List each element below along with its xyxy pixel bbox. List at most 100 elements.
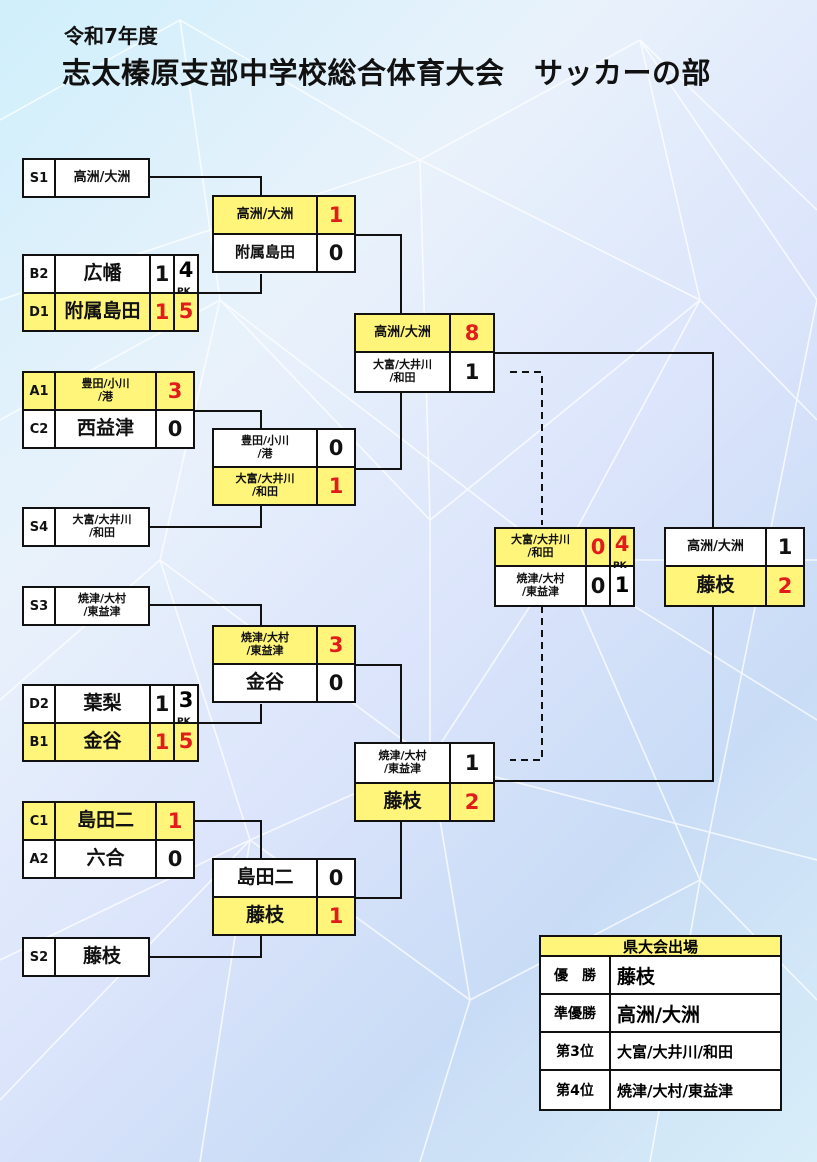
rank-label: 準優勝	[541, 995, 611, 1031]
rank-team: 大富/大井川/和田	[617, 1042, 733, 1061]
bracket-line	[260, 936, 262, 958]
team-name: 大富/大井川 /和田	[72, 513, 132, 539]
team-d2[interactable]: D2 葉梨 1	[22, 684, 199, 724]
team-s2[interactable]: S2 藤枝	[22, 937, 150, 977]
team-score: 3	[155, 373, 193, 409]
results-heading: 県大会出場	[541, 937, 780, 957]
semifinal-1-top[interactable]: 高洲/大洲 8	[354, 313, 495, 353]
team-name: 高洲/大洲	[73, 169, 131, 185]
bracket-line	[149, 604, 262, 606]
team-score: 1	[149, 256, 173, 292]
team-d1[interactable]: D1 附属島田 1	[22, 292, 199, 332]
round2-m2-bottom[interactable]: 大富/大井川 /和田 1	[212, 466, 356, 506]
team-score: 1	[765, 529, 803, 565]
bracket-line	[194, 410, 262, 412]
team-score: 1	[449, 353, 493, 391]
team-name: 焼津/大村 /東益津	[378, 749, 427, 775]
bracket-line	[260, 274, 262, 294]
seed-label: B1	[24, 724, 56, 760]
team-s3[interactable]: S3 焼津/大村 /東益津	[22, 586, 150, 626]
rank-label: 第3位	[541, 1033, 611, 1069]
team-s1[interactable]: S1 高洲/大洲	[22, 158, 150, 198]
bracket-line	[494, 780, 714, 782]
pk-score: 5	[178, 299, 194, 323]
pk-label: PK	[177, 287, 191, 297]
bracket-line	[712, 606, 714, 782]
team-name: 藤枝	[245, 904, 284, 927]
bracket-line	[712, 352, 714, 528]
page-title: 志太榛原支部中学校総合体育大会 サッカーの部	[62, 56, 712, 90]
third-place-bottom[interactable]: 焼津/大村 /東益津 0	[494, 565, 635, 607]
team-score: 8	[449, 315, 493, 351]
pk-score: 3	[178, 688, 194, 712]
bracket-line	[355, 234, 402, 236]
team-name: 附属島田	[234, 243, 295, 262]
results-table: 県大会出場 優 勝 藤枝 準優勝 高洲/大洲 第3位 大富/大井川/和田 第4位…	[539, 935, 782, 1111]
round2-m1-bottom[interactable]: 附属島田 0	[212, 233, 356, 273]
rank-label: 第4位	[541, 1071, 611, 1109]
bracket-line	[400, 664, 402, 742]
team-b1[interactable]: B1 金谷 1	[22, 722, 199, 762]
round2-m4-top[interactable]: 島田二 0	[212, 858, 356, 898]
team-c1[interactable]: C1 島田二 1	[22, 801, 195, 841]
seed-label: S1	[24, 160, 56, 196]
results-row: 優 勝 藤枝	[541, 957, 780, 995]
team-name: 大富/大井川 /和田	[372, 358, 433, 384]
seed-label: B2	[24, 256, 56, 292]
bracket-line	[149, 956, 262, 958]
third-place-dashed-line	[510, 371, 543, 761]
round2-m3-top[interactable]: 焼津/大村 /東益津 3	[212, 625, 356, 665]
team-score: 1	[149, 686, 173, 722]
team-name: 葉梨	[83, 692, 122, 715]
team-score: 1	[149, 724, 173, 760]
bracket-line	[149, 176, 262, 178]
semifinal-1-bottom[interactable]: 大富/大井川 /和田 1	[354, 351, 495, 393]
bracket-line	[355, 468, 402, 470]
team-name: 金谷	[245, 671, 284, 694]
team-c2[interactable]: C2 西益津 0	[22, 409, 195, 449]
team-name: 藤枝	[383, 790, 422, 813]
bracket-line	[260, 410, 262, 428]
team-name: 大富/大井川 /和田	[235, 472, 295, 498]
round2-m4-bottom[interactable]: 藤枝 1	[212, 896, 356, 936]
bracket-line	[198, 292, 262, 294]
team-name: 藤枝	[696, 574, 735, 597]
pk-label: PK	[177, 717, 191, 727]
results-row: 準優勝 高洲/大洲	[541, 995, 780, 1033]
team-score: 1	[149, 294, 173, 330]
team-score: 1	[155, 803, 193, 839]
bracket-line	[355, 664, 402, 666]
bracket-line	[149, 526, 262, 528]
semifinal-2-bottom[interactable]: 藤枝 2	[354, 782, 495, 822]
rank-team: 高洲/大洲	[617, 1003, 700, 1026]
rank-label: 優 勝	[541, 957, 611, 993]
team-name: 焼津/大村 /東益津	[240, 631, 290, 657]
team-a1[interactable]: A1 豊田/小川 /港 3	[22, 371, 195, 411]
team-a2[interactable]: A2 六合 0	[22, 839, 195, 879]
final-top[interactable]: 高洲/大洲 1	[664, 527, 805, 567]
team-score: 0	[316, 665, 354, 701]
bracket-line	[194, 820, 262, 822]
pk-score: 5	[178, 729, 194, 753]
team-b2[interactable]: B2 広幡 1	[22, 254, 199, 294]
round2-m2-top[interactable]: 豊田/小川 /港 0	[212, 428, 356, 468]
semifinal-2-top[interactable]: 焼津/大村 /東益津 1	[354, 742, 495, 784]
team-s4[interactable]: S4 大富/大井川 /和田	[22, 507, 150, 547]
team-name: 焼津/大村 /東益津	[77, 592, 127, 618]
round2-m1-top[interactable]: 高洲/大洲 1	[212, 195, 356, 235]
third-place-top[interactable]: 大富/大井川 /和田 0	[494, 527, 635, 567]
team-name: 島田二	[76, 809, 134, 832]
team-name: 豊田/小川 /港	[81, 377, 130, 403]
pk-score: 4	[614, 532, 630, 556]
bracket-line	[355, 897, 402, 899]
team-name: 高洲/大洲	[687, 538, 744, 554]
team-name: 高洲/大洲	[236, 206, 294, 222]
pk-score: 4	[178, 258, 194, 282]
seed-label: A2	[24, 841, 56, 877]
team-name: 高洲/大洲	[374, 324, 431, 340]
bracket-line	[400, 234, 402, 314]
final-bottom[interactable]: 藤枝 2	[664, 565, 805, 607]
team-name: 金谷	[83, 730, 122, 753]
round2-m3-bottom[interactable]: 金谷 0	[212, 663, 356, 703]
results-row: 第3位 大富/大井川/和田	[541, 1033, 780, 1071]
